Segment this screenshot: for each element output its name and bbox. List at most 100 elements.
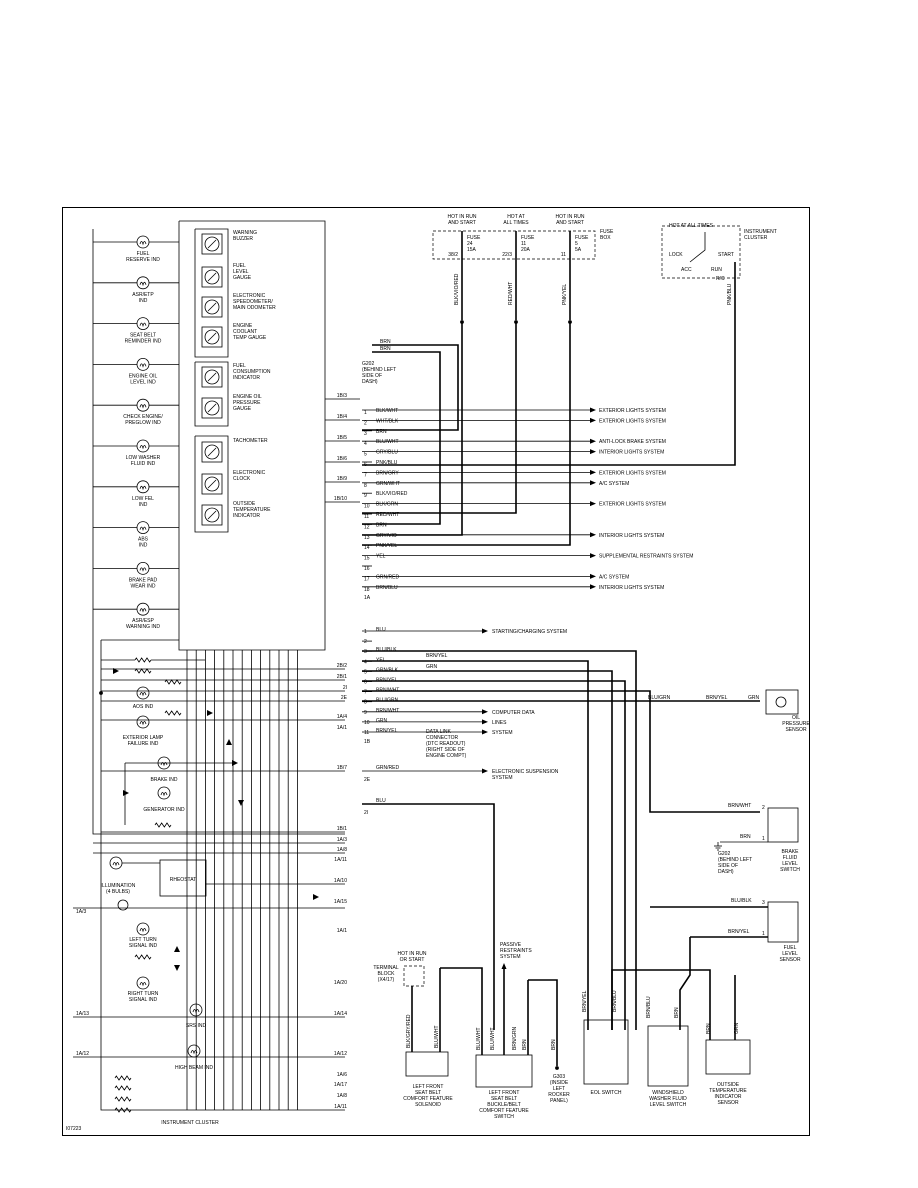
gauge-icon [201, 504, 223, 526]
gauge-icon [201, 397, 223, 419]
indicator-bulb-icon [160, 762, 168, 767]
cluster-module-box [178, 220, 326, 651]
outside-label: INDICATOR [714, 1094, 741, 1100]
buzzer-icon [201, 233, 223, 255]
gauge-label: OUTSIDE [233, 501, 256, 507]
resistor-icon [154, 822, 172, 828]
turn-bulb-icon [136, 976, 150, 990]
connector-1b-wire-label: BLU [376, 627, 386, 633]
washer-wire-label: BRN/BLU [646, 996, 652, 1018]
dlc-label: CONNECTOR [426, 735, 459, 741]
cluster-pin: 1B/4 [337, 414, 348, 420]
indicator-bulb-icon [157, 786, 171, 800]
gauge-label: PRESSURE [233, 400, 261, 406]
cluster-pin: 1B/3 [337, 393, 348, 399]
ignition-output-wire [362, 262, 736, 466]
ignition-label: CLUSTER [744, 235, 768, 241]
indicator-bulb-icon [136, 439, 150, 453]
solenoid-label: COMFORT FEATURE [403, 1096, 453, 1102]
connector-1a-wire-label: YEL [376, 554, 386, 560]
outside-label: TEMPERATURE [709, 1088, 747, 1094]
cluster-pin: 1A/12 [334, 1051, 347, 1057]
indicator-label: LEVEL IND [130, 379, 156, 385]
fuse-11-run [362, 322, 517, 514]
cluster-pin: 1A/1 [337, 725, 348, 731]
connector-1a-dest: INTERIOR LIGHTS SYSTEM [599, 533, 664, 539]
indicator-bulb-icon [160, 792, 168, 797]
connector-1b-pin: 3 [364, 649, 367, 655]
cluster-pin: 1A/6 [337, 1072, 348, 1078]
diode-icon [207, 710, 213, 716]
gauge-group-box [194, 435, 229, 533]
connector-1b-pin: 6 [364, 680, 367, 686]
fuse-5-run [362, 322, 571, 546]
connector-1a-pin: 17 [364, 576, 370, 582]
high-beam-label: HIGH BEAM IND [175, 1065, 213, 1071]
indicator-bulb-icon [139, 363, 147, 368]
fuse-label: FUSE [467, 235, 481, 241]
indicator-bulb-icon [136, 235, 150, 249]
indicator-bulb-icon [136, 398, 150, 412]
cluster-pin: 1A/10 [334, 878, 347, 884]
gauge-label: BUZZER [233, 236, 253, 242]
connector-1a-dest: SUPPLEMENTAL RESTRAINTS SYSTEM [599, 554, 693, 560]
connector-1b-pin: 4 [364, 659, 367, 665]
dest-arrow-icon [590, 584, 596, 590]
fuse-hot-label: HOT IN RUN [555, 214, 584, 220]
resistor-icon [164, 679, 182, 685]
fuse-hot-label: HOT IN RUN [447, 214, 476, 220]
diode-icon [226, 739, 232, 745]
gauge-label: INDICATOR [233, 513, 260, 519]
diode-icon [174, 946, 180, 952]
connector-1b-dest: COMPUTER DATA [492, 710, 535, 716]
fuel-pin: 1 [762, 931, 765, 937]
fuel-wire-label: BRN/YEL [728, 929, 750, 935]
ignition-acc: ACC [681, 267, 692, 273]
fuse-label: 24 [467, 241, 473, 247]
connector-2i-wire-label: BLU [376, 798, 386, 804]
connector-1a-wire-label: BLK/GRN [376, 502, 398, 508]
cluster-pin: 1B/9 [337, 476, 348, 482]
connector-1a-pin: 18 [364, 587, 370, 593]
indicator-label: RESERVE IND [126, 257, 160, 263]
left-pin: 1A/13 [76, 1011, 89, 1017]
solenoid-wire-label: BLU/WHT [434, 1026, 440, 1049]
buzzer-icon [204, 236, 220, 252]
outside-label: SENSOR [717, 1100, 739, 1106]
outside-wire-label: GRN [734, 1023, 740, 1035]
bottom-hot-label: OR START [400, 957, 425, 963]
buckle-wire-label: BLU/WHT [490, 1028, 496, 1051]
connector-1a-dest: A/C SYSTEM [599, 481, 629, 487]
indicator-bulb-icon [136, 317, 150, 331]
indicator-label: IND [139, 502, 148, 508]
rheostat-label: RHEOSTAT [170, 877, 196, 883]
dest-arrow-icon [482, 768, 488, 774]
fuel-pin: 3 [762, 900, 765, 906]
connector-1a-pin: 15 [364, 556, 370, 562]
outside-wire-label: BRN [706, 1023, 712, 1034]
g303-wire-label: BRN [551, 1039, 557, 1050]
indicator-bulb-icon [136, 480, 150, 494]
dlc-label: (RIGHT SIDE OF [426, 747, 465, 753]
diagram-frame [62, 207, 810, 1136]
gauge-label: ELECTRONIC [233, 293, 266, 299]
connector-1b-dest: STARTING/CHARGING SYSTEM [492, 629, 567, 635]
dest-arrow-icon [590, 469, 596, 475]
gauge-label: CONSUMPTION [233, 369, 271, 375]
indicator-bulb-icon [136, 562, 150, 575]
connector-1a-dest: EXTERIOR LIGHTS SYSTEM [599, 418, 666, 424]
dest-arrow-icon [482, 719, 488, 725]
resistor-icon [164, 710, 182, 716]
dest-arrow-icon [590, 417, 596, 423]
cluster-pin: 1A/1 [337, 928, 348, 934]
connector-1b-name: 1B [364, 739, 371, 745]
connector-1a-dest: EXTERIOR LIGHTS SYSTEM [599, 470, 666, 476]
wire-yel [362, 660, 589, 1030]
srs-bulb-icon [189, 1003, 203, 1017]
terminal-label: (X4/17) [378, 977, 395, 983]
g303-label: ROCKER [548, 1092, 570, 1098]
gauge-label: COOLANT [233, 329, 257, 335]
indicator-label: PREGLOW IND [125, 420, 161, 426]
connector-1a-wire-label: GRN/WHT [376, 481, 400, 487]
indicator-label: ASR/ESP [132, 618, 154, 624]
